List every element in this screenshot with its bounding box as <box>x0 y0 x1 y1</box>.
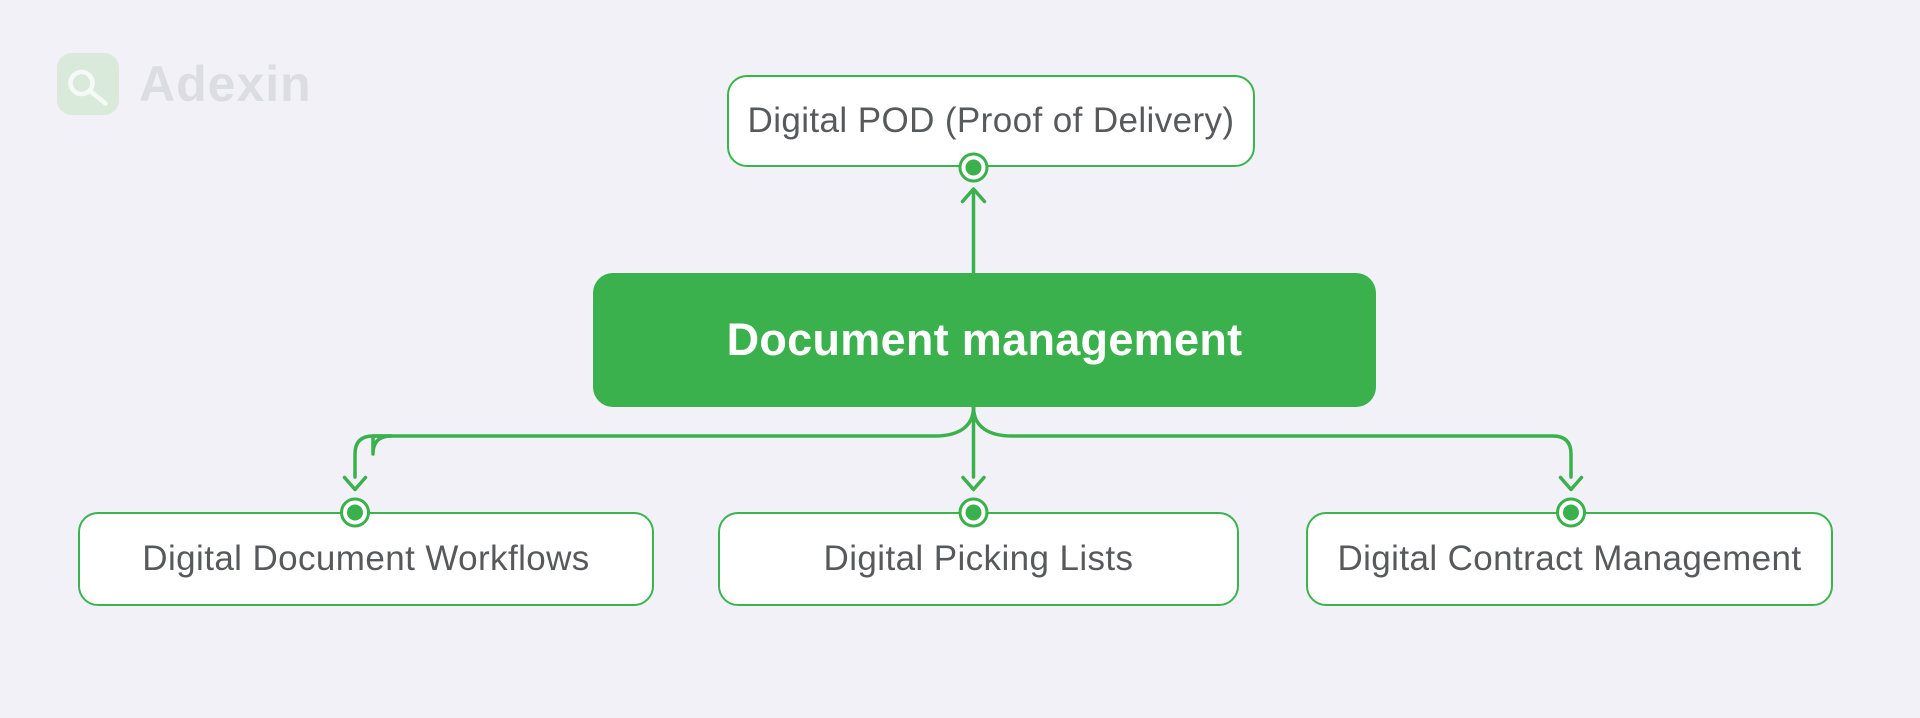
node-digital-document-workflows-label: Digital Document Workflows <box>142 539 590 578</box>
node-digital-pod-label: Digital POD (Proof of Delivery) <box>747 101 1235 140</box>
arrowhead-down-right-icon <box>1558 475 1584 492</box>
brand-logo: Adexin <box>57 53 312 115</box>
node-digital-picking-lists-label: Digital Picking Lists <box>823 539 1134 578</box>
connector-left-flare <box>371 405 976 456</box>
node-digital-pod: Digital POD (Proof of Delivery) <box>727 75 1255 167</box>
node-document-management-label: Document management <box>726 314 1243 365</box>
brand-wordmark: Adexin <box>139 56 312 112</box>
node-digital-document-workflows: Digital Document Workflows <box>78 512 654 606</box>
node-digital-contract-management: Digital Contract Management <box>1306 512 1833 606</box>
adexin-logo-icon <box>57 53 119 115</box>
connector-right-line <box>971 405 1573 479</box>
connector-left-line <box>353 434 393 479</box>
node-digital-contract-management-label: Digital Contract Management <box>1337 539 1802 578</box>
node-document-management: Document management <box>593 273 1376 407</box>
node-digital-picking-lists: Digital Picking Lists <box>718 512 1239 606</box>
arrowhead-down-left-icon <box>342 475 368 492</box>
arrowhead-up-icon <box>960 187 987 204</box>
arrowhead-down-center-icon <box>961 475 986 492</box>
